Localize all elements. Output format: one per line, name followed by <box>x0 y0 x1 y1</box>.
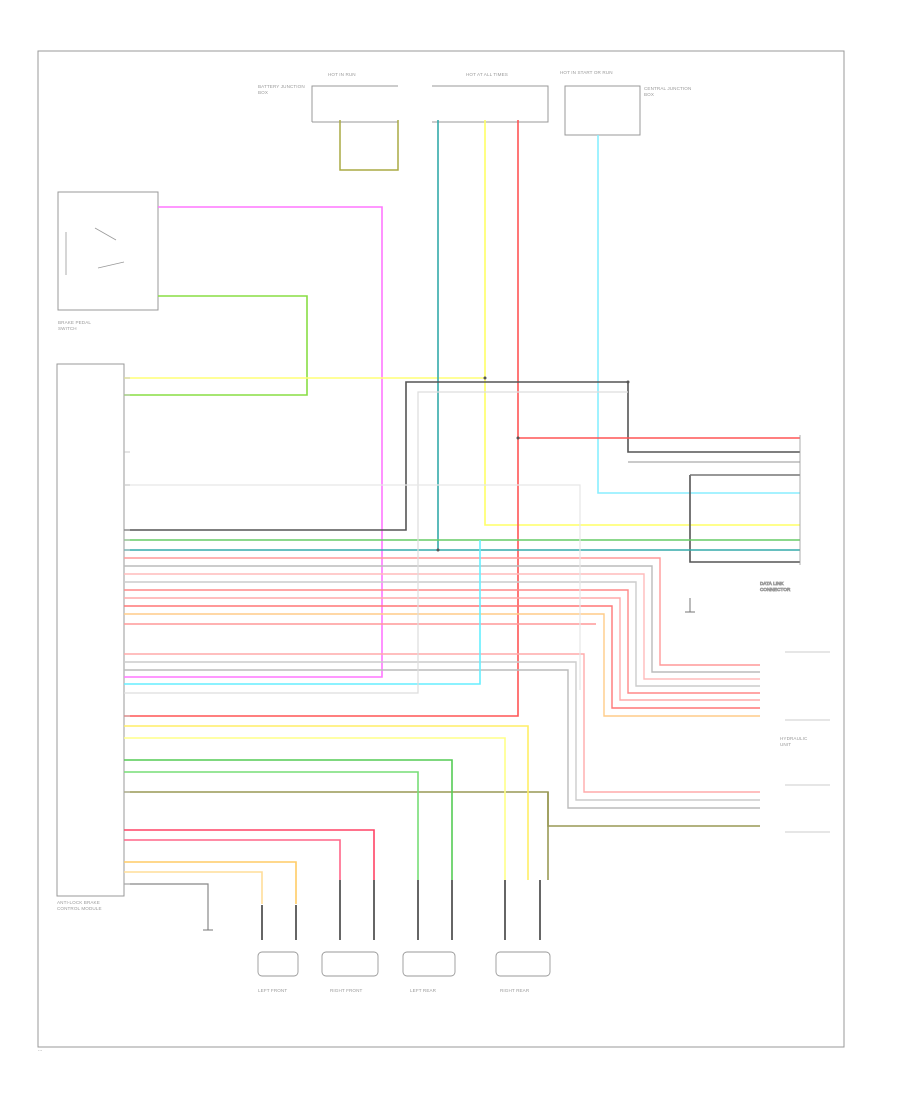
fuse-box-right: HOT IN START OR RUN CENTRAL JUNCTION BOX <box>560 70 691 136</box>
abs-control-module: ANTI-LOCK BRAKE CONTROL MODULE <box>56 363 125 911</box>
wire-green <box>124 295 308 396</box>
wire-orange-lf <box>124 861 297 904</box>
wire-orange-lf2 <box>124 871 263 904</box>
wire-pump-1 <box>124 653 760 793</box>
wire-hyd-6 <box>124 597 760 701</box>
wire-cyan <box>597 135 800 494</box>
splice-points <box>436 376 630 552</box>
rr-wheel-speed-sensor: RIGHT REAR <box>495 880 551 993</box>
svg-text:BATTERY JUNCTION: BATTERY JUNCTION <box>258 84 305 89</box>
brake-pedal-switch: BRAKE PEDAL SWITCH <box>57 191 159 331</box>
svg-text:ANTI-LOCK BRAKE: ANTI-LOCK BRAKE <box>57 900 100 905</box>
svg-text:HYDRAULIC: HYDRAULIC <box>780 736 808 741</box>
svg-text:HOT IN START OR RUN: HOT IN START OR RUN <box>560 70 613 75</box>
svg-text:CENTRAL JUNCTION: CENTRAL JUNCTION <box>644 86 691 91</box>
wire-olive-long <box>124 791 760 827</box>
svg-text:HOT IN RUN: HOT IN RUN <box>328 72 356 77</box>
svg-text:BOX: BOX <box>258 90 268 95</box>
dlc-connector: DATA LINK CONNECTOR <box>760 435 801 592</box>
svg-text:RIGHT REAR: RIGHT REAR <box>500 988 530 993</box>
wire-dark-2 <box>689 475 800 563</box>
wire-pump-3 <box>124 669 760 809</box>
svg-text:RIGHT FRONT: RIGHT FRONT <box>330 988 362 993</box>
svg-text:LEFT FRONT: LEFT FRONT <box>258 988 287 993</box>
wire-green-lr <box>124 759 453 880</box>
wire-hyd-1 <box>124 557 760 666</box>
lr-wheel-speed-sensor: LEFT REAR <box>402 880 456 993</box>
svg-text:CONNECTOR: CONNECTOR <box>760 587 791 592</box>
wire-pump-2 <box>124 661 760 801</box>
fuse-box-left: HOT IN RUN BATTERY JUNCTION BOX <box>258 72 398 123</box>
wire-hyd-2 <box>124 565 760 673</box>
wire-hyd-3 <box>124 573 760 680</box>
wire-hyd-7 <box>124 605 760 709</box>
svg-text:CONTROL MODULE: CONTROL MODULE <box>57 906 102 911</box>
wire-green-lr2 <box>124 771 419 880</box>
svg-text:BOX: BOX <box>644 92 654 97</box>
svg-text:BRAKE PEDAL: BRAKE PEDAL <box>58 320 91 325</box>
wire-red-vertical <box>124 120 519 717</box>
hydraulic-unit: HYDRAULIC UNIT <box>780 651 830 747</box>
wire-pink <box>124 206 383 678</box>
svg-text:SWITCH: SWITCH <box>58 326 77 331</box>
svg-text:UNIT: UNIT <box>780 742 791 747</box>
pump-relay <box>785 784 830 833</box>
wire-red-rf <box>124 829 375 880</box>
wire-olive-loop <box>339 120 399 171</box>
svg-text:LEFT REAR: LEFT REAR <box>410 988 437 993</box>
wire-dark-ground <box>124 381 800 531</box>
wire-hyd-5 <box>124 589 760 694</box>
wire-gray-long <box>124 391 628 694</box>
wire-yellow-rr <box>124 725 529 880</box>
lf-wheel-speed-sensor: LEFT FRONT <box>257 905 299 993</box>
svg-text:HOT AT ALL TIMES: HOT AT ALL TIMES <box>466 72 508 77</box>
wire-yellow-rr2 <box>124 737 506 880</box>
wire-hyd-8 <box>124 613 760 717</box>
wire-yellow-vertical <box>484 120 800 526</box>
wire-hyd-4 <box>124 581 760 687</box>
rf-wheel-speed-sensor: RIGHT FRONT <box>321 880 379 993</box>
fuse-box-mid: HOT AT ALL TIMES <box>432 72 549 123</box>
diagram-border <box>37 50 845 1048</box>
svg-text:DATA LINK: DATA LINK <box>760 581 785 586</box>
wire-red-rf2 <box>124 839 341 880</box>
wire-gray-light <box>124 484 581 690</box>
module-pin-ticks <box>124 377 130 885</box>
diagram-footer: ... <box>38 1047 43 1053</box>
wire-ground-module <box>124 883 209 930</box>
ground-symbol-dlc <box>685 598 695 613</box>
wire-cyan-2 <box>124 540 481 685</box>
